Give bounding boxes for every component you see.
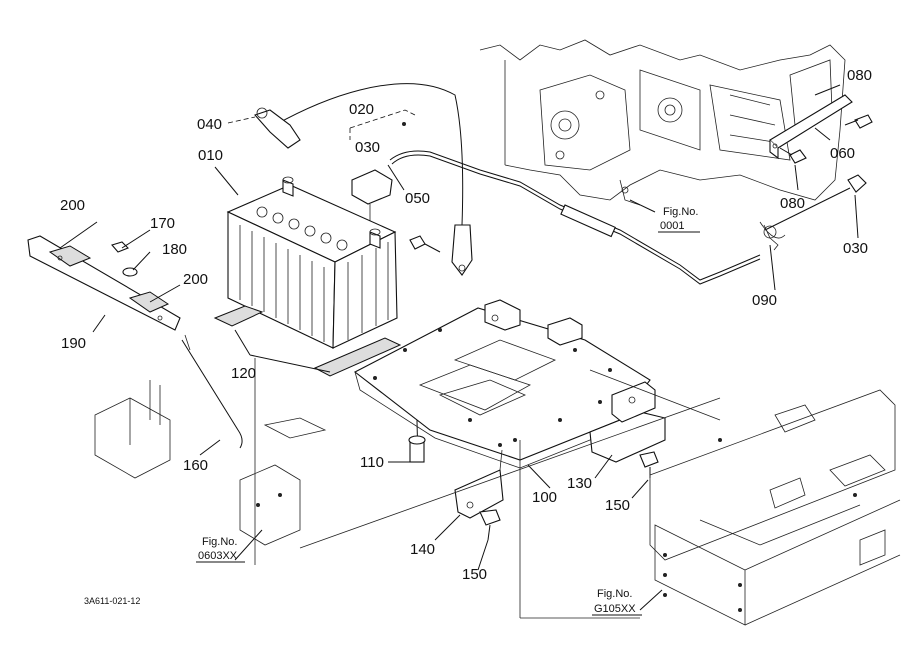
callout-190: 190 bbox=[61, 335, 86, 352]
battery-010 bbox=[226, 176, 398, 349]
callout-150-right: 150 bbox=[605, 497, 630, 514]
frame-left bbox=[94, 380, 327, 546]
leader-lines bbox=[59, 84, 859, 619]
fig-ref-label: Fig.No. bbox=[663, 206, 698, 218]
callout-050: 050 bbox=[405, 190, 430, 207]
group-020-bracket bbox=[349, 109, 416, 140]
callout-080-lower: 080 bbox=[780, 195, 805, 212]
callout-020: 020 bbox=[349, 101, 374, 118]
fig-ref-0603xx: Fig.No. 0603XX bbox=[196, 536, 245, 563]
bolt-near-battery bbox=[409, 235, 441, 253]
spacer-pad-120 bbox=[213, 305, 402, 377]
fig-ref-number: G105XX bbox=[594, 603, 636, 615]
callout-140: 140 bbox=[410, 541, 435, 558]
fig-ref-label: Fig.No. bbox=[597, 588, 632, 600]
bracket-140 bbox=[454, 449, 504, 519]
callouts: 040 020 030 010 050 080 060 080 030 090 … bbox=[60, 67, 872, 583]
callout-180: 180 bbox=[162, 241, 187, 258]
callout-160: 160 bbox=[183, 457, 208, 474]
bracket-060 bbox=[769, 94, 853, 160]
ground-cable-030 bbox=[759, 174, 867, 239]
hook-rod-160 bbox=[181, 334, 243, 449]
callout-150-lower: 150 bbox=[462, 566, 487, 583]
callout-120: 120 bbox=[231, 365, 256, 382]
washer-180 bbox=[122, 267, 138, 277]
clamp-090 bbox=[763, 224, 779, 251]
callout-040: 040 bbox=[197, 116, 222, 133]
callout-100: 100 bbox=[532, 489, 557, 506]
wing-bolt-150-lower bbox=[479, 509, 501, 541]
engine-block bbox=[479, 39, 846, 206]
terminal-cover-030 bbox=[351, 169, 393, 235]
bolt-080-lower bbox=[779, 147, 807, 164]
bolt-080-upper bbox=[844, 114, 873, 129]
callout-030-right: 030 bbox=[843, 240, 868, 257]
hold-down-190 bbox=[27, 235, 181, 331]
terminal-040-end bbox=[451, 224, 473, 276]
callout-130: 130 bbox=[567, 475, 592, 492]
callout-110: 110 bbox=[360, 454, 384, 471]
fig-ref-label: Fig.No. bbox=[202, 536, 237, 548]
wing-bolt-150-upper bbox=[639, 451, 659, 478]
battery-cable-050 bbox=[389, 150, 761, 285]
fig-ref-number: 0001 bbox=[660, 220, 684, 232]
fig-ref-number: 0603XX bbox=[198, 550, 238, 562]
callout-030-upper: 030 bbox=[355, 139, 380, 156]
callout-010: 010 bbox=[198, 147, 223, 164]
callout-060: 060 bbox=[830, 145, 855, 162]
callout-170: 170 bbox=[150, 215, 175, 232]
nut-170 bbox=[111, 241, 129, 253]
fig-ref-0001: Fig.No. 0001 bbox=[658, 206, 700, 233]
callout-080-upper: 080 bbox=[847, 67, 872, 84]
frame-right bbox=[649, 389, 901, 626]
cable-040 bbox=[254, 83, 464, 226]
callout-090: 090 bbox=[752, 292, 777, 309]
drawing-code: 3A611-021-12 bbox=[84, 596, 140, 606]
callout-200-left: 200 bbox=[60, 197, 85, 214]
fig-ref-g105xx: Fig.No. G105XX bbox=[592, 588, 642, 616]
callout-200-right: 200 bbox=[183, 271, 208, 288]
